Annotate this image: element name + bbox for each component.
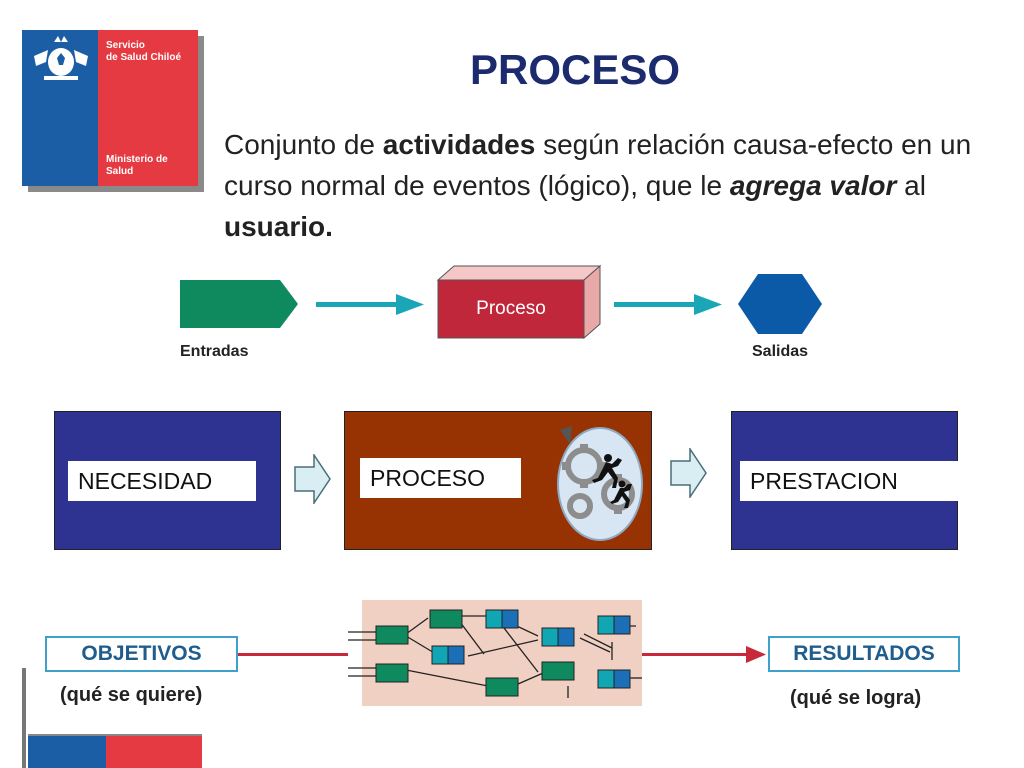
definition-bold-actividades: actividades [382, 129, 536, 160]
logo-service-line2: de Salud Chiloé [106, 52, 182, 63]
input-process-output-diagram [180, 264, 822, 340]
logo-red-panel [98, 30, 198, 186]
logo-ministry-line1: Ministerio de [106, 154, 168, 165]
definition-part2: según relación causa-efecto en un curso … [224, 129, 972, 201]
definition-part3: al [896, 170, 926, 201]
prestacion-label: PRESTACION [740, 461, 958, 501]
arrow-2 [614, 294, 722, 315]
salidas-label: Salidas [752, 343, 809, 360]
definition-bold-usuario: usuario. [224, 211, 333, 242]
proceso-3d-box [436, 264, 602, 340]
resultados-box: RESULTADOS [768, 636, 960, 672]
gears-people-clipart-icon [557, 426, 643, 541]
page-title: PROCESO [470, 46, 681, 93]
objetivos-box: OBJETIVOS [45, 636, 238, 672]
objetivos-subtitle: (qué se quiere) [60, 684, 203, 706]
internal-process-network-diagram [238, 600, 766, 706]
arrow-1 [316, 294, 424, 315]
logo-ministry-line2: Salud [106, 166, 134, 177]
resultados-subtitle: (qué se logra) [790, 687, 922, 709]
logo-service-line1: Servicio [106, 40, 145, 51]
definition-part1: Conjunto de [224, 129, 383, 160]
definition-bolditalic-agrega-valor: agrega valor [729, 170, 897, 201]
proceso-white-label: PROCESO [360, 458, 521, 498]
necesidad-label: NECESIDAD [68, 461, 256, 501]
proceso-box-label: Proceso [476, 298, 546, 319]
salidas-hexagon [738, 274, 822, 334]
chile-coat-of-arms-icon [34, 36, 88, 80]
definition-text: Conjunto de actividades según relación c… [224, 124, 1014, 247]
entradas-shape [180, 280, 298, 328]
service-logo: Servicio de Salud Chiloé Ministerio de S… [22, 30, 204, 192]
footer-color-strip [22, 668, 202, 768]
logo-service-text: Servicio de Salud Chiloé [106, 40, 196, 64]
block-arrow-1-icon [294, 454, 331, 504]
logo-ministry-text: Ministerio de Salud [106, 154, 196, 178]
entradas-label: Entradas [180, 343, 249, 360]
block-arrow-2-icon [670, 448, 707, 498]
